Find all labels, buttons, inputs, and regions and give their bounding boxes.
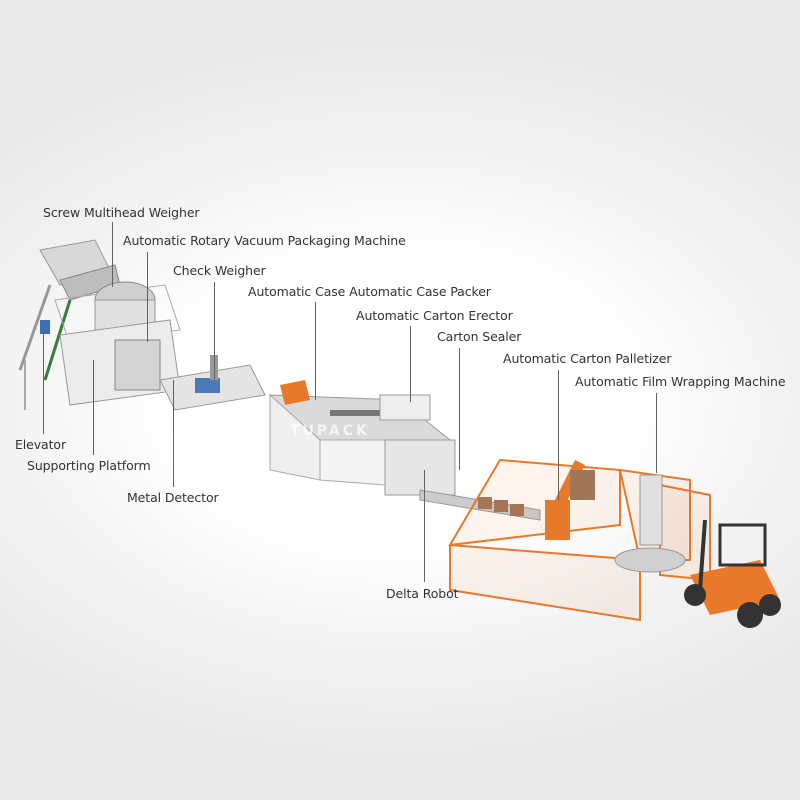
label-delta-robot: Delta Robot: [386, 586, 459, 601]
forklift: [684, 519, 781, 628]
leader-line: [424, 470, 425, 582]
watermark: TUPACK: [290, 423, 370, 439]
palletizer-robot: [545, 460, 595, 540]
leader-line: [214, 282, 215, 380]
film-wrapper: [614, 474, 686, 573]
leader-line: [558, 370, 559, 500]
label-carton-palletizer: Automatic Carton Palletizer: [503, 351, 672, 366]
conveyor-group: [419, 489, 541, 521]
leader-line: [315, 302, 316, 400]
label-carton-sealer: Carton Sealer: [437, 329, 522, 344]
leader-line: [173, 380, 174, 487]
leader-line: [459, 348, 460, 470]
label-elevator: Elevator: [15, 437, 67, 452]
label-screw-multihead-weigher: Screw Multihead Weigher: [43, 205, 200, 220]
label-carton-erector: Automatic Carton Erector: [356, 308, 513, 323]
leader-line: [93, 360, 94, 455]
label-case-packer: Automatic Case Automatic Case Packer: [248, 284, 491, 299]
label-rotary-vacuum: Automatic Rotary Vacuum Packaging Machin…: [123, 233, 406, 248]
leader-line: [656, 393, 657, 473]
leader-line: [112, 222, 113, 287]
leader-line: [147, 252, 148, 342]
leader-line: [410, 326, 411, 402]
label-metal-detector: Metal Detector: [127, 490, 219, 505]
label-check-weigher: Check Weigher: [173, 263, 266, 278]
leader-line: [43, 330, 44, 434]
label-supporting-platform: Supporting Platform: [27, 458, 151, 473]
label-film-wrapping: Automatic Film Wrapping Machine: [575, 374, 786, 389]
elevator-weigher-group: [18, 239, 181, 410]
case-packer-group: [268, 380, 456, 496]
